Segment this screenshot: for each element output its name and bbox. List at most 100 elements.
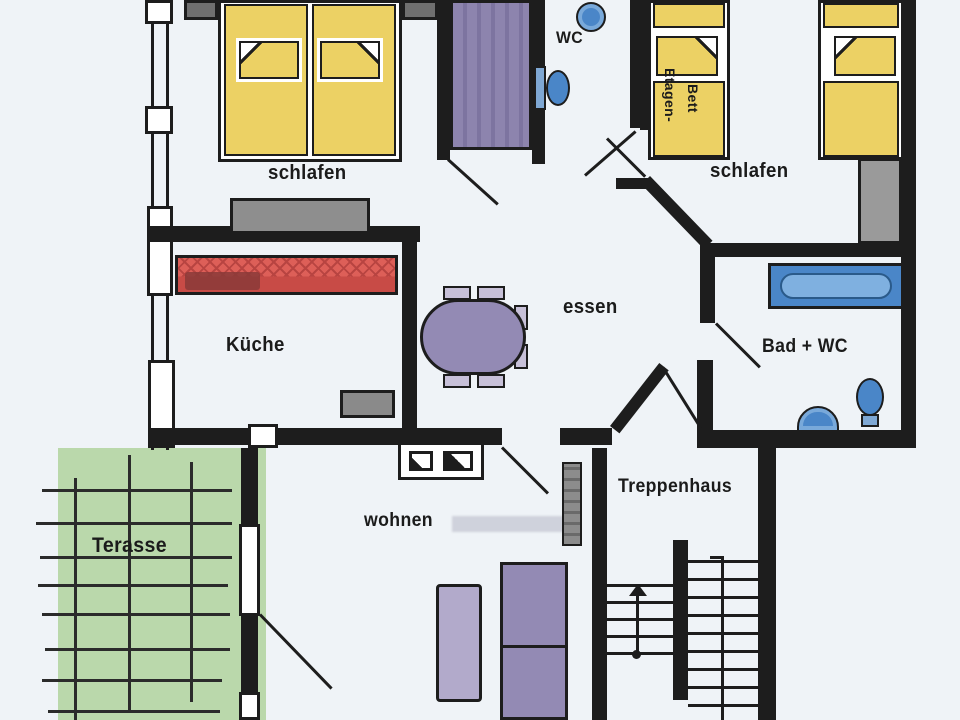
faded-annotation (452, 516, 574, 532)
bath-toilet-icon (856, 378, 884, 416)
pillow (239, 41, 299, 79)
stair-center-line-hook (710, 556, 724, 559)
stair-step (607, 635, 673, 638)
dining-chair (443, 374, 471, 388)
terrace-plank-line-vertical (190, 462, 193, 702)
door-leaf-living (500, 446, 550, 495)
nightstand (184, 0, 218, 20)
sofa-seam (503, 645, 565, 648)
pillow (656, 36, 718, 76)
wall-stairwell-right (758, 448, 776, 720)
bath-sink-icon (797, 406, 839, 432)
terrace-plank-line (42, 489, 232, 492)
mattress (823, 81, 899, 157)
radiator (562, 462, 582, 546)
kitchen-cabinet (340, 390, 395, 418)
dining-chair (477, 374, 505, 388)
room-label-bedroom2: schlafen (710, 160, 789, 182)
terrace-plank-line-vertical (74, 478, 77, 720)
terrace-plank-line (42, 679, 222, 682)
door-leaf-bedroom1 (446, 158, 499, 206)
wall-pillar (145, 106, 173, 134)
wall-bedroom1-hall (437, 0, 450, 160)
pillow (834, 36, 896, 76)
living-window (239, 524, 260, 616)
wall-bedroom2-bottom (705, 243, 905, 257)
stair-step (607, 601, 673, 604)
wall-hall-stub (616, 178, 652, 189)
stair-direction-arrow (636, 594, 639, 654)
stair-arrow-head-icon (629, 584, 647, 596)
stair-arrow-dot (632, 650, 641, 659)
bunk-bed-label-line2: Bett (685, 84, 701, 113)
mattress (653, 3, 725, 28)
wall-kitchen-dining (402, 226, 417, 445)
mattress (312, 4, 396, 156)
terrace-plank-line (40, 556, 232, 559)
stair-step (607, 618, 673, 621)
shaft-symbol (409, 451, 433, 471)
dresser (230, 198, 370, 234)
terrace-plank-line (45, 648, 230, 651)
terrace-plank-line-vertical (128, 455, 131, 712)
terrace-hatch-box (248, 424, 278, 448)
bunk-bed-label-line1: Etagen- (662, 68, 678, 123)
bath-toilet-tank-icon (861, 414, 879, 427)
kitchen-stove (185, 272, 260, 290)
bathtub-inner (780, 273, 892, 299)
wall-dining-bottom-right (560, 428, 612, 445)
door-leaf-wc (584, 130, 637, 177)
terrace-plank-line (38, 584, 228, 587)
room-label-terrace: Terasse (92, 534, 167, 557)
mattress (823, 3, 899, 28)
bathtub (768, 263, 904, 309)
room-label-stairwell: Treppenhaus (618, 476, 733, 497)
room-label-bath: Bad + WC (762, 336, 848, 357)
coffee-table (436, 584, 482, 702)
terrace-plank-line (36, 522, 232, 525)
pillow (320, 41, 380, 79)
room-label-kitchen: Küche (226, 334, 285, 356)
sofa (500, 562, 568, 720)
wall-bath-bottom (697, 430, 909, 448)
door-leaf-bath (714, 322, 761, 369)
wall-kitchen-bottom (150, 428, 417, 445)
bunk-bed (648, 0, 730, 160)
double-bed (218, 0, 402, 162)
stair-divider-wall (673, 540, 688, 700)
room-label-wc: WC (556, 28, 584, 47)
door-leaf-terrace (258, 613, 333, 690)
stair-center-line (721, 558, 724, 720)
door-leaf-apartment-entrance (661, 366, 702, 429)
wall-bath-left (700, 245, 715, 323)
mattress (653, 81, 725, 157)
wall-pillar (147, 206, 173, 296)
right-outer-wall (901, 0, 916, 448)
wall-entrance-stub (697, 360, 713, 435)
wall-stairwell-left (592, 448, 607, 720)
wall-entrance-diagonal (610, 362, 669, 434)
hall-wardrobe (450, 0, 532, 150)
room-label-bedroom1: schlafen (268, 162, 347, 184)
room-label-living: wohnen (364, 510, 433, 531)
mattress (224, 4, 308, 156)
terrace-plank-line (42, 613, 230, 616)
dining-chair (477, 286, 505, 300)
shaft-symbol-box (398, 442, 484, 480)
wall-living-west (241, 448, 258, 528)
wall-wc-right (630, 0, 643, 128)
wc-toilet-icon (546, 70, 570, 106)
terrace-plank-line (48, 710, 220, 713)
wardrobe (858, 158, 902, 244)
single-bed (818, 0, 904, 160)
wall-living-west (241, 614, 258, 694)
shaft-symbol (443, 451, 473, 471)
nightstand (402, 0, 438, 20)
wall-pillar (145, 0, 173, 24)
wc-sink-icon (576, 2, 606, 32)
room-label-dining: essen (563, 296, 618, 318)
living-window (239, 692, 260, 720)
wall-hall-diagonal (641, 176, 713, 250)
wall-dining-bottom-left (402, 428, 502, 445)
